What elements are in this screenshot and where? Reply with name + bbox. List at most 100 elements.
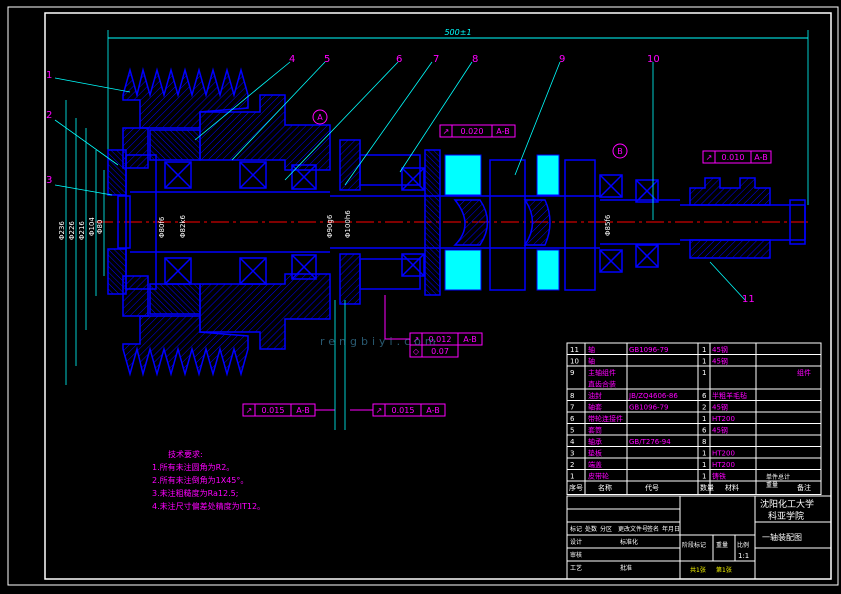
bom-header-cell: 材料: [725, 483, 739, 492]
bom-cell-qty: 6: [702, 392, 707, 400]
dim-shaft-2: Φ82k6: [179, 215, 187, 238]
dim-d80: Φ80: [96, 220, 104, 234]
bom-cell-qty: 1: [702, 473, 706, 481]
svg-text:签名: 签名: [647, 525, 659, 533]
svg-text:标记: 标记: [570, 525, 582, 533]
bom-cell-name: 端盖: [588, 460, 602, 469]
dim-shaft-4: Φ100h6: [344, 210, 352, 238]
tolerance-frame-right: ↗ 0.010 A-B: [702, 150, 772, 164]
svg-text:阶段标记: 阶段标记: [682, 541, 706, 549]
bom-cell-name: 轴: [588, 345, 595, 354]
dim-shaft-1: Φ80f6: [158, 216, 166, 238]
svg-text:比例: 比例: [737, 541, 749, 549]
dim-d216: Φ216: [78, 221, 86, 240]
left-dimensions: [65, 100, 105, 385]
bom-cell-qty: 1: [702, 369, 706, 377]
bom-cell-name: 轴承: [588, 437, 602, 446]
right-coupling: [689, 177, 771, 259]
svg-text:设计: 设计: [570, 538, 582, 546]
drawing-name: 一轴装配图: [762, 532, 802, 542]
bom-header-cell: 备注: [797, 483, 811, 492]
svg-text:分区: 分区: [600, 525, 612, 533]
svg-text:重量: 重量: [716, 541, 728, 549]
watermark: rengbiyi.com: [320, 335, 440, 348]
bom-cell-qty: 6: [702, 427, 707, 435]
svg-text:↗: ↗: [413, 335, 420, 344]
tech-req-line-1: 1.所有未注圆角为R2。: [152, 462, 234, 472]
svg-text:1:1: 1:1: [738, 552, 749, 560]
svg-text:0.015: 0.015: [262, 406, 285, 415]
title-block-text: 沈阳化工大学 科亚学院 一轴装配图 标记 处数 分区 更改文件号 签名 年月日 …: [570, 498, 814, 574]
tech-req-line-3: 3.未注粗糙度为Ra12.5;: [152, 488, 238, 498]
bom-header-cell: 名称: [598, 483, 612, 492]
overall-dim-text: 500±1: [444, 28, 471, 37]
svg-text:更改文件号: 更改文件号: [618, 525, 648, 533]
bom-cell-no: 4: [570, 438, 575, 446]
callout-5: 5: [324, 54, 330, 65]
bom-cell-material: 45钢: [712, 403, 728, 412]
callout-1: 1: [46, 70, 52, 81]
tech-req-line-4: 4.未注尺寸偏差处精度为IT12。: [152, 501, 265, 511]
bom-header-cell: 数量: [700, 483, 714, 492]
bom-cell-no: 3: [570, 450, 574, 458]
tech-req-line-2: 2.所有未注倒角为1X45°。: [152, 475, 248, 485]
callout-10: 10: [647, 54, 660, 65]
dim-d104: Φ104: [88, 217, 96, 236]
bom-cell-qty: 8: [702, 438, 706, 446]
svg-text:0.012: 0.012: [429, 335, 452, 344]
bom-cell-code: GB1096-79: [629, 404, 668, 412]
inner-border: [44, 12, 832, 580]
tolerance-frame-bottom-1: ↗ 0.015 A-B: [242, 403, 335, 417]
school-line-2: 科亚学院: [768, 510, 804, 522]
ref-lines: [334, 300, 346, 430]
bom-cell-qty: 1: [702, 461, 706, 469]
bom-cell-code: JB/ZQ4606-86: [628, 392, 678, 400]
bom-weight-note: 重量: [766, 481, 778, 489]
bom-cell-name: 皮带轮: [588, 472, 609, 481]
callout-9: 9: [559, 54, 565, 65]
svg-text:B: B: [617, 147, 623, 156]
svg-text:◇: ◇: [413, 347, 420, 356]
bom-cell-material: HT200: [712, 450, 735, 458]
dim-d236: Φ236: [58, 221, 66, 240]
bom-cell-material: HT200: [712, 461, 735, 469]
bom-cell-material: 半粗羊毛毡: [712, 391, 747, 400]
bom-header-cell: 序号: [569, 483, 583, 492]
svg-text:第1张: 第1张: [716, 566, 732, 574]
bom-cell-no: 5: [570, 427, 574, 435]
svg-text:A-B: A-B: [754, 153, 767, 162]
svg-text:年月日: 年月日: [662, 525, 680, 533]
bom-cell-material: 45钢: [712, 345, 728, 354]
left-dimension-labels: Φ236 Φ226 Φ216 Φ104 Φ80: [58, 217, 104, 240]
bom-cell-no: 1: [570, 473, 574, 481]
callout-3: 3: [46, 175, 52, 186]
callout-11: 11: [742, 294, 755, 305]
leader-lines: [54, 61, 746, 301]
svg-text:↗: ↗: [376, 406, 383, 415]
dim-shaft-3: Φ90g6: [326, 214, 334, 238]
overall-dimension: 500±1: [107, 28, 809, 205]
callout-8: 8: [472, 54, 478, 65]
bom-weight-note: 单件总计: [766, 473, 790, 481]
gear-blocks: [444, 154, 596, 291]
callout-2: 2: [46, 110, 52, 121]
bom-cell-no: 6: [570, 415, 575, 423]
bom-cell-name: 带轮连接件: [588, 414, 623, 423]
tech-req-title: 技术要求:: [168, 449, 203, 459]
hub-housing: [149, 94, 331, 350]
bom-cell-no: 9: [570, 369, 574, 377]
flange: [339, 139, 441, 305]
svg-text:A-B: A-B: [463, 335, 476, 344]
tolerance-frame-top: ↗ 0.020 A-B: [439, 124, 516, 138]
svg-text:A: A: [317, 113, 323, 122]
bearings: [164, 161, 659, 285]
svg-text:↗: ↗: [443, 127, 450, 136]
bom-cell-qty: 1: [702, 346, 706, 354]
